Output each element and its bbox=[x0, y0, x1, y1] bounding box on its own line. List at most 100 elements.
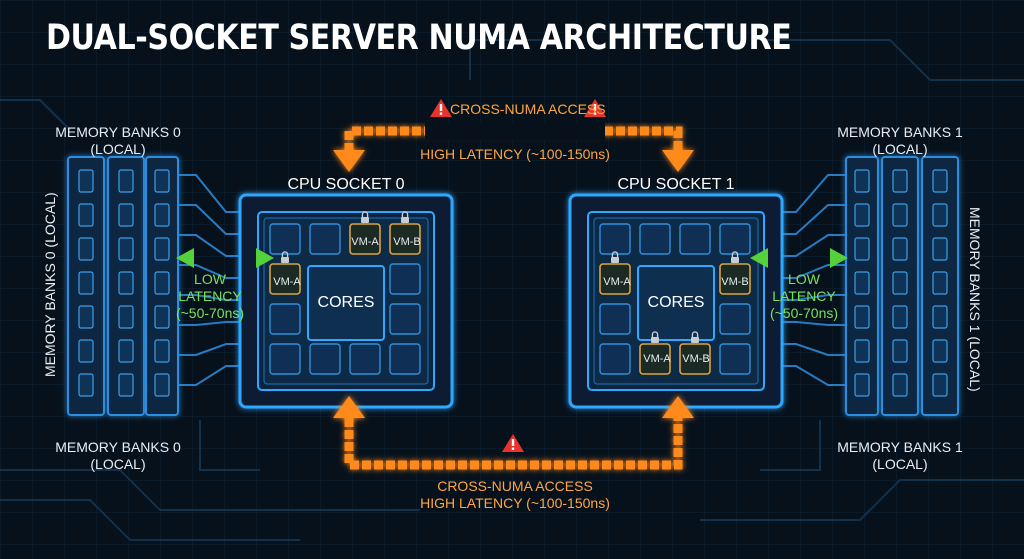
memory-chip bbox=[154, 169, 170, 193]
memory-banks-0-top-label: MEMORY BANKS 0 (LOCAL) bbox=[48, 124, 188, 158]
memory-chip bbox=[78, 339, 94, 363]
cores-label-0: CORES bbox=[317, 294, 375, 311]
memory-chip bbox=[154, 271, 170, 295]
label-line: LATENCY bbox=[178, 288, 242, 304]
cross-numa-bottom-label: CROSS-NUMA ACCESS bbox=[437, 478, 593, 494]
lock-icon bbox=[691, 337, 699, 343]
core-tile bbox=[719, 303, 751, 335]
bus-trace bbox=[782, 343, 846, 356]
label-line: MEMORY BANKS 1 bbox=[837, 124, 963, 140]
memory-banks-1-side-label: MEMORY BANKS 1 (LOCAL) bbox=[967, 207, 983, 392]
label-line: (LOCAL) bbox=[872, 456, 928, 472]
memory-chip bbox=[854, 169, 870, 193]
label-line: MEMORY BANKS 1 bbox=[837, 439, 963, 455]
memory-banks-1-bottom-label: MEMORY BANKS 1 (LOCAL) bbox=[830, 439, 970, 473]
core-tiles-1 bbox=[599, 223, 751, 375]
arrowhead-right bbox=[830, 248, 848, 268]
memory-chips-0 bbox=[78, 169, 170, 397]
label-line: LOW bbox=[788, 271, 820, 287]
core-tile bbox=[269, 303, 301, 335]
lock-icon bbox=[401, 211, 409, 217]
local-link-1 bbox=[750, 248, 848, 268]
vm-chip-label: VM-A bbox=[351, 236, 379, 248]
label-line: (~50-70ns) bbox=[769, 305, 839, 321]
memory-chip bbox=[892, 339, 908, 363]
memory-chip bbox=[118, 271, 134, 295]
vm-core-tile bbox=[349, 223, 381, 255]
memory-chip bbox=[118, 305, 134, 329]
core-tile bbox=[719, 223, 751, 255]
bus-trace bbox=[782, 174, 846, 213]
memory-chip bbox=[932, 339, 948, 363]
cross-numa-arrow-bottom bbox=[333, 396, 694, 470]
cross-numa-bottom-latency: HIGH LATENCY (~100-150ns) bbox=[420, 495, 610, 511]
arrowhead-up-left bbox=[333, 396, 365, 418]
memory-chip bbox=[118, 203, 134, 227]
core-tile bbox=[309, 223, 341, 255]
core-tile bbox=[639, 223, 671, 255]
memory-chip bbox=[854, 203, 870, 227]
lock-icon bbox=[651, 337, 659, 343]
label-line: MEMORY BANKS 0 bbox=[55, 439, 181, 455]
local-link-0 bbox=[176, 248, 274, 268]
vm-core-tile bbox=[389, 223, 421, 255]
bus-trace bbox=[782, 204, 846, 235]
memory-chip bbox=[118, 373, 134, 397]
bus-trace bbox=[782, 264, 846, 279]
vm-core-tile bbox=[639, 343, 671, 375]
core-tile bbox=[349, 343, 381, 375]
page-title: DUAL-SOCKET SERVER NUMA ARCHITECTURE bbox=[46, 18, 792, 58]
cpu-socket-1-title: CPU SOCKET 1 bbox=[617, 176, 735, 193]
memory-chip bbox=[78, 169, 94, 193]
memory-chip bbox=[892, 203, 908, 227]
memory-chip bbox=[892, 305, 908, 329]
arrowhead-up-right bbox=[662, 396, 694, 418]
memory-chip bbox=[118, 237, 134, 261]
memory-banks-1-top-label: MEMORY BANKS 1 (LOCAL) bbox=[830, 124, 970, 158]
label-line: MEMORY BANKS 0 bbox=[55, 124, 181, 140]
label-line: LOW bbox=[194, 271, 226, 287]
memory-chip bbox=[892, 237, 908, 261]
bus-trace bbox=[178, 294, 240, 301]
lock-icon bbox=[281, 257, 289, 263]
warning-triangle-icon bbox=[584, 99, 606, 117]
core-tile bbox=[599, 223, 631, 255]
cpu-socket-0-title: CPU SOCKET 0 bbox=[287, 176, 405, 193]
arrowhead-left bbox=[750, 248, 768, 268]
vm-chip-label: VM-B bbox=[393, 236, 421, 248]
arrowhead-left bbox=[176, 248, 194, 268]
lock-icon bbox=[281, 251, 289, 257]
vm-core-tile bbox=[269, 263, 301, 295]
memory-chip bbox=[932, 169, 948, 193]
lock-icon bbox=[731, 257, 739, 263]
memory-chip bbox=[854, 271, 870, 295]
memory-chip bbox=[154, 373, 170, 397]
memory-chip bbox=[854, 305, 870, 329]
cores-block-1 bbox=[637, 265, 715, 341]
vm-chip-label: VM-B bbox=[682, 353, 710, 365]
memory-chip bbox=[78, 237, 94, 261]
core-tile bbox=[389, 303, 421, 335]
bus-trace bbox=[178, 321, 240, 326]
memory-chip bbox=[78, 373, 94, 397]
memory-chip bbox=[892, 373, 908, 397]
vm-core-tile bbox=[599, 263, 631, 295]
bus-trace bbox=[178, 365, 240, 386]
memory-chip bbox=[154, 237, 170, 261]
lock-icon bbox=[651, 331, 659, 337]
cross-numa-top-label: CROSS-NUMA ACCESS bbox=[450, 101, 606, 117]
memory-chip bbox=[932, 305, 948, 329]
memory-chip bbox=[78, 305, 94, 329]
label-line: (LOCAL) bbox=[90, 141, 146, 157]
arrowhead-down-right bbox=[662, 150, 694, 172]
core-tile bbox=[309, 343, 341, 375]
memory-chip bbox=[932, 203, 948, 227]
memory-banks-0-side-label: MEMORY BANKS 0 (LOCAL) bbox=[42, 192, 58, 377]
memory-chip bbox=[854, 339, 870, 363]
bus-trace bbox=[178, 264, 240, 279]
core-tile bbox=[719, 343, 751, 375]
cores-label-1: CORES bbox=[647, 294, 705, 311]
label-line: LATENCY bbox=[772, 288, 836, 304]
core-tile bbox=[599, 343, 631, 375]
